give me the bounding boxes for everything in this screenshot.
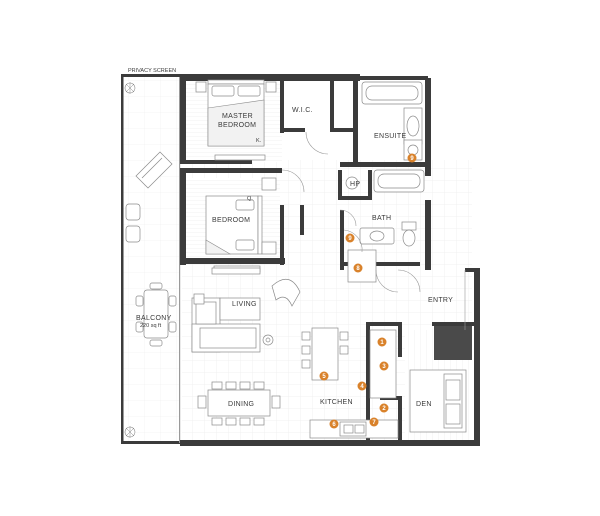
marker-1: 1: [377, 337, 387, 347]
balcony-glass-line: [179, 77, 181, 443]
hp-unit: [345, 176, 359, 190]
hp-label: HP: [350, 181, 360, 188]
kitchen-label: KITCHEN: [320, 399, 353, 406]
ensuite-fixtures: [361, 81, 423, 161]
ensuite-label: ENSUITE: [374, 133, 406, 140]
marker-4: 4: [357, 381, 367, 391]
door-swings: [281, 131, 466, 330]
master-bedroom-label-line1: MASTER: [222, 113, 253, 120]
svg-text:4: 4: [360, 384, 364, 390]
dining-label: DINING: [228, 401, 254, 408]
structural-column: [434, 326, 472, 360]
marker-9-ensuite: 9: [407, 153, 417, 163]
marker-9-bath: 9: [345, 233, 355, 243]
marker-6: 6: [329, 419, 339, 429]
balcony-furniture: [125, 151, 177, 347]
svg-text:7: 7: [372, 420, 376, 426]
privacy-screen-label: PRIVACY SCREEN: [128, 68, 176, 74]
bath-label: BATH: [372, 215, 391, 222]
marker-3: 3: [379, 361, 389, 371]
den-furniture: [409, 369, 467, 433]
den-label: DEN: [416, 401, 432, 408]
marker-2: 2: [379, 403, 389, 413]
marker-7: 7: [369, 417, 379, 427]
bedroom-bed: [205, 177, 277, 273]
bedroom-label: BEDROOM: [212, 217, 250, 224]
living-furniture: [191, 278, 301, 353]
wic-label: W.I.C.: [292, 107, 313, 114]
media-console: [211, 267, 261, 275]
balcony-rail-top: [123, 74, 181, 77]
svg-text:2: 2: [382, 406, 386, 412]
svg-text:9: 9: [410, 156, 414, 162]
dining-table: [197, 381, 281, 426]
svg-text:1: 1: [380, 340, 384, 346]
master-bed-size: K.: [256, 138, 262, 144]
svg-text:3: 3: [382, 364, 386, 370]
svg-text:9: 9: [348, 236, 352, 242]
balcony-plants: [124, 82, 136, 438]
balcony-label: BALCONY: [136, 315, 172, 322]
living-label: LIVING: [232, 301, 257, 308]
svg-text:6: 6: [332, 422, 336, 428]
bath-fixtures: [347, 169, 425, 283]
marker-5: 5: [319, 371, 329, 381]
walls: [180, 74, 480, 446]
balcony-rail-bottom: [121, 441, 181, 444]
master-bedroom-label-line2: BEDROOM: [218, 122, 256, 129]
balcony-rail-left: [121, 74, 124, 444]
kitchen-island: [301, 327, 349, 381]
bedroom-bed-size: Q.: [247, 196, 253, 202]
entry-label: ENTRY: [428, 297, 453, 304]
balcony-floor: [123, 77, 180, 443]
master-bed: [195, 79, 277, 161]
svg-text:8: 8: [356, 266, 360, 272]
balcony-area-label: 220 sq ft: [140, 323, 162, 329]
marker-8: 8: [353, 263, 363, 273]
svg-text:5: 5: [322, 374, 326, 380]
